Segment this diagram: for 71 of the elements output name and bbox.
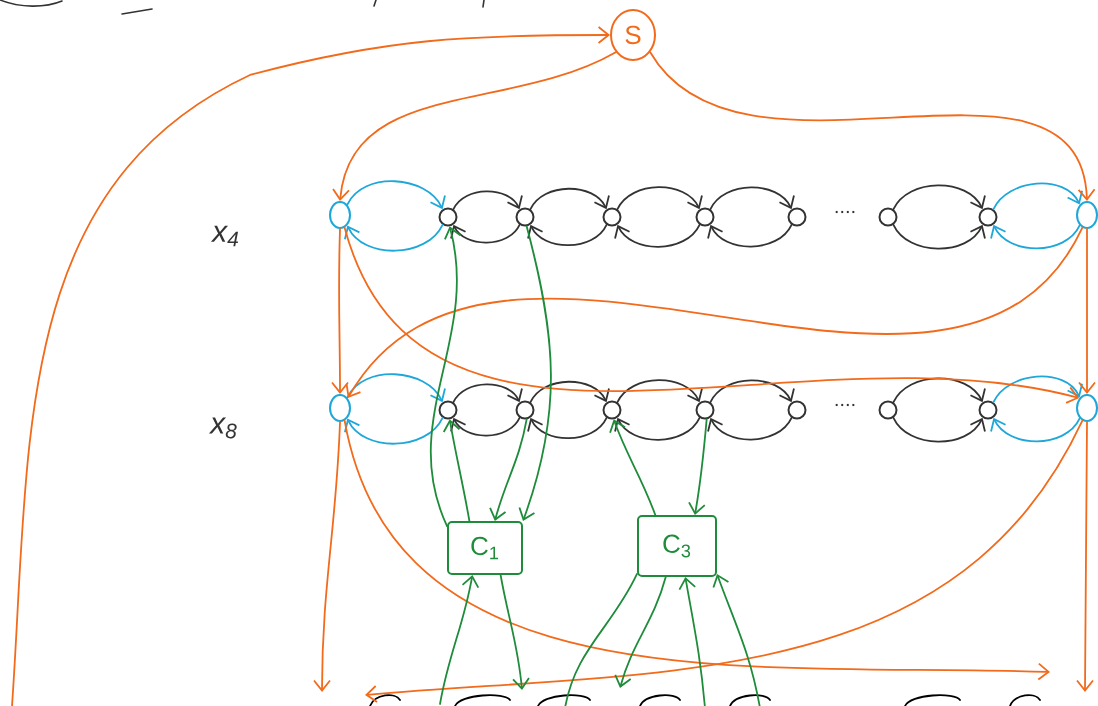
node-circle bbox=[695, 400, 715, 420]
arrow bbox=[616, 379, 703, 404]
arrow bbox=[346, 373, 446, 403]
arrow bbox=[332, 51, 617, 201]
arrow bbox=[518, 225, 552, 521]
arrow bbox=[452, 383, 523, 404]
arrow bbox=[344, 223, 444, 252]
node-circle bbox=[602, 207, 622, 227]
arrow bbox=[331, 228, 349, 394]
end-circle bbox=[329, 201, 351, 229]
row-label: x$_{8}$ bbox=[209, 417, 237, 439]
arrow bbox=[678, 577, 706, 706]
arrow bbox=[609, 419, 657, 516]
node-circle bbox=[978, 400, 998, 420]
arrow bbox=[892, 184, 986, 211]
arrow bbox=[344, 416, 444, 445]
arrow bbox=[499, 574, 530, 690]
arrow bbox=[707, 416, 793, 441]
arrow bbox=[489, 418, 528, 521]
arrow bbox=[992, 375, 1083, 404]
arrow bbox=[614, 576, 667, 688]
node-circle bbox=[602, 400, 622, 420]
node-circle bbox=[515, 400, 535, 420]
arrow bbox=[527, 223, 608, 247]
component-box: C$_{1}$ bbox=[447, 521, 523, 575]
arrow bbox=[707, 223, 793, 248]
ellipsis: .... bbox=[835, 210, 855, 214]
end-circle bbox=[329, 394, 351, 422]
arrow bbox=[712, 574, 761, 706]
node-circle bbox=[695, 207, 715, 227]
node-circle bbox=[787, 207, 807, 227]
arrow bbox=[442, 419, 471, 522]
node-circle bbox=[878, 207, 898, 227]
arrow bbox=[990, 224, 1081, 250]
node-circle bbox=[787, 400, 807, 420]
node-circle bbox=[438, 207, 458, 227]
arrow bbox=[529, 380, 610, 404]
row-label: x$_{4}$ bbox=[211, 225, 239, 247]
arrow bbox=[992, 182, 1083, 211]
arrow bbox=[709, 379, 795, 404]
component-box: C$_{3}$ bbox=[637, 515, 717, 577]
arrow bbox=[688, 418, 708, 515]
arrow bbox=[529, 187, 610, 211]
arrow bbox=[452, 190, 523, 211]
ellipsis: .... bbox=[835, 403, 855, 407]
arrow bbox=[450, 416, 521, 437]
arrow bbox=[439, 575, 480, 705]
arrow bbox=[614, 223, 701, 248]
arrow bbox=[429, 226, 462, 527]
arrow bbox=[709, 186, 795, 211]
arrow bbox=[990, 417, 1081, 443]
node-circle bbox=[438, 400, 458, 420]
end-circle bbox=[1076, 394, 1098, 422]
arrow bbox=[892, 223, 986, 250]
line bbox=[564, 573, 638, 706]
node-circle bbox=[978, 207, 998, 227]
arrow bbox=[1076, 421, 1094, 692]
arrow bbox=[450, 223, 521, 244]
end-circle bbox=[1076, 201, 1098, 229]
arrow bbox=[313, 421, 341, 692]
arrow bbox=[649, 51, 1096, 201]
arrow bbox=[892, 416, 986, 443]
arrow bbox=[892, 377, 986, 404]
arrow bbox=[614, 416, 701, 441]
arrow bbox=[616, 186, 703, 211]
arrow bbox=[346, 180, 446, 210]
arrow bbox=[527, 416, 608, 440]
arrow bbox=[11, 26, 610, 706]
node-circle bbox=[878, 400, 898, 420]
arrow bbox=[1078, 228, 1096, 394]
node-circle bbox=[515, 207, 535, 227]
